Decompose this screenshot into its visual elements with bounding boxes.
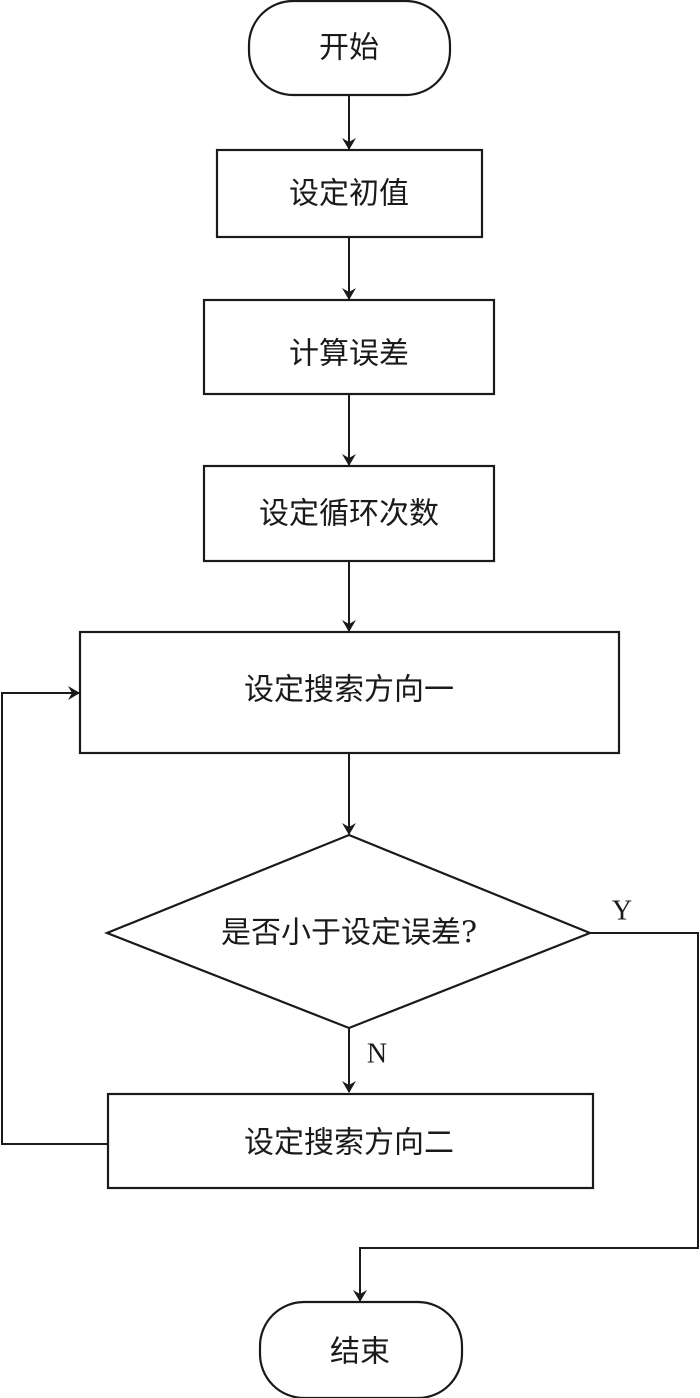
node-set-loops: 设定循环次数 — [202, 464, 496, 563]
process-box — [215, 148, 484, 239]
process-box — [78, 630, 621, 755]
node-calc-error: 计算误差 — [202, 298, 496, 396]
terminal-shape — [258, 1300, 464, 1398]
branch-label-no: N — [367, 1039, 387, 1070]
node-start: 开始 — [247, 0, 452, 97]
process-box — [202, 464, 496, 563]
node-check: 是否小于设定误差? — [104, 833, 593, 1030]
node-dir1: 设定搜索方向一 — [78, 630, 621, 755]
decision-diamond — [104, 833, 593, 1030]
terminal-shape — [247, 0, 452, 97]
node-label: 设定初值 — [289, 177, 409, 212]
node-label: 是否小于设定误差? — [221, 916, 477, 951]
node-init: 设定初值 — [215, 148, 484, 239]
node-end: 结束 — [258, 1300, 464, 1398]
node-label: 开始 — [319, 31, 379, 66]
node-label: 计算误差 — [289, 337, 409, 372]
edge-check-yes-to-end — [353, 932, 699, 1302]
node-dir2: 设定搜索方向二 — [106, 1092, 595, 1190]
process-box — [106, 1092, 595, 1190]
edge-dir2-loop-to-dir1 — [1, 686, 108, 1145]
node-label: 设定搜索方向一 — [244, 673, 454, 708]
node-label: 设定搜索方向二 — [244, 1126, 454, 1161]
process-box — [202, 298, 496, 396]
node-label: 设定循环次数 — [259, 497, 439, 532]
branch-label-yes: Y — [612, 896, 632, 927]
node-label: 结束 — [330, 1335, 390, 1370]
